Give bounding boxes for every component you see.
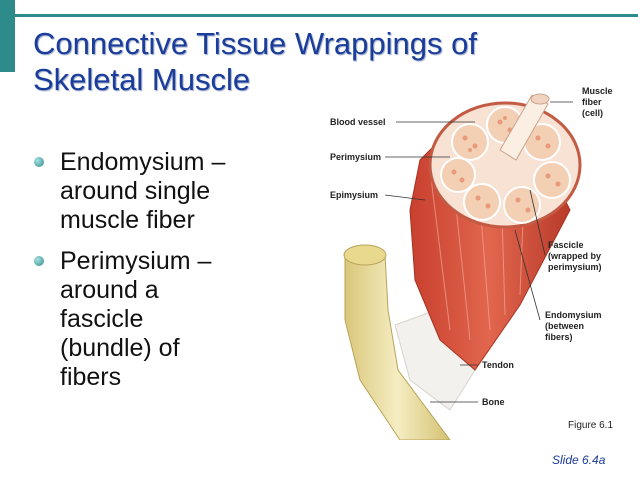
bullet-endomysium: Endomysium – around single muscle fiber	[34, 148, 284, 235]
title-line-1: Connective Tissue Wrappings of	[33, 26, 477, 61]
accent-bar	[0, 0, 15, 72]
bullet-perimysium: Perimysium – around a fascicle (bundle) …	[34, 247, 284, 392]
bullet-list: Endomysium – around single muscle fiber …	[34, 148, 284, 404]
label-bone: Bone	[482, 397, 505, 407]
figure-caption: Figure 6.1	[568, 420, 614, 431]
title-line-2: Skeletal Muscle	[33, 62, 251, 97]
label-perimysium: Perimysium	[330, 152, 381, 162]
label-epimysium: Epimysium	[330, 190, 378, 200]
slide-title: Connective Tissue Wrappings of Skeletal …	[33, 26, 593, 98]
label-muscle-fiber: fiber	[582, 97, 602, 107]
label-fascicle: Fascicle	[548, 240, 584, 250]
label-fascicle: perimysium)	[548, 262, 602, 272]
bullet-line: fascicle	[60, 305, 144, 333]
bullet-line: muscle fiber	[60, 206, 195, 234]
header-rule	[15, 14, 638, 17]
bullet-line: Perimysium –	[60, 247, 212, 275]
bullet-line: around a	[60, 276, 159, 304]
label-endomysium: (between	[545, 321, 584, 331]
single-fiber	[499, 94, 549, 161]
label-fascicle: (wrapped by	[548, 251, 601, 261]
label-blood-vessel: Blood vessel	[330, 117, 386, 127]
bullet-dot-icon	[34, 157, 44, 167]
bullet-dot-icon	[34, 256, 44, 266]
bullet-line: Endomysium –	[60, 148, 226, 176]
leader-lines	[384, 101, 573, 403]
bullet-text: Endomysium – around single muscle fiber	[60, 148, 284, 235]
bullet-line: around single	[60, 177, 211, 205]
label-muscle-fiber: Muscle	[582, 86, 613, 96]
bullet-text: Perimysium – around a fascicle (bundle) …	[60, 247, 284, 392]
fascicle-bundles	[440, 106, 571, 224]
bone-shape	[344, 254, 451, 440]
muscle-diagram: Blood vessel Perimysium Epimysium Muscle…	[330, 86, 613, 440]
label-muscle-fiber: (cell)	[582, 108, 603, 118]
label-endomysium: fibers)	[545, 332, 573, 342]
fiber-end	[530, 93, 550, 105]
slide-number: Slide 6.4a	[552, 453, 606, 467]
label-endomysium: Endomysium	[545, 310, 602, 320]
bullet-line: fibers	[60, 363, 122, 391]
bullet-line: (bundle) of	[60, 334, 180, 362]
bone-end	[343, 244, 387, 266]
label-tendon: Tendon	[482, 360, 514, 370]
